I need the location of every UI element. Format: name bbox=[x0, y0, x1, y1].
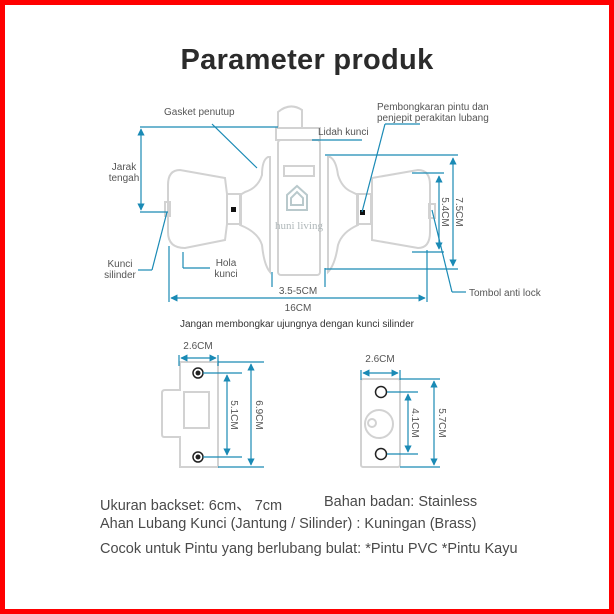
strike-plate-dimensions bbox=[178, 354, 264, 468]
left-knob bbox=[167, 168, 228, 250]
label-hola-2: kunci bbox=[214, 269, 237, 280]
label-jarak-2: tengah bbox=[109, 173, 140, 184]
dim-latch-width: 2.6CM bbox=[365, 354, 394, 365]
label-gasket: Gasket penutup bbox=[164, 107, 235, 118]
latch-plate-screws bbox=[374, 385, 388, 461]
right-knob-neck bbox=[356, 193, 372, 225]
dim-strike-holes: 5.1CM bbox=[228, 400, 239, 429]
huni-living-logo-icon bbox=[286, 184, 308, 211]
dim-strike-height: 6.9CM bbox=[253, 400, 264, 429]
label-pembongkaran-1: Pembongkaran pintu dan bbox=[377, 102, 489, 113]
dim-latch-height: 5.7CM bbox=[436, 408, 447, 437]
dim-door-thickness: 3.5-5CM bbox=[279, 286, 317, 297]
lock-center-body bbox=[277, 139, 321, 276]
anti-lock-button bbox=[428, 203, 436, 219]
dim-total-length: 16CM bbox=[285, 303, 312, 314]
latch-bolt-body bbox=[275, 127, 321, 141]
spec-suitable-for: Cocok untuk Pintu yang berlubang bulat: … bbox=[100, 541, 518, 557]
right-hole-icon bbox=[360, 210, 365, 215]
label-pembongkaran-2: penjepit perakitan lubang bbox=[377, 113, 489, 124]
spec-cylinder-material: Ahan Lubang Kunci (Jantung / Silinder) :… bbox=[100, 516, 477, 532]
right-knob bbox=[371, 168, 431, 250]
page-title: Parameter produk bbox=[180, 44, 434, 76]
spec-body-material: Bahan badan: Stainless bbox=[324, 494, 478, 510]
strike-plate-screws bbox=[192, 367, 204, 463]
label-jarak-1: Jarak bbox=[112, 162, 137, 173]
strike-plate-outline bbox=[161, 361, 219, 468]
watermark-text: huni living bbox=[275, 220, 323, 232]
latch-plate-outline bbox=[360, 378, 401, 468]
dim-latch-holes: 4.1CM bbox=[409, 408, 420, 437]
latch-tongue bbox=[277, 105, 303, 129]
dim-knob-height: 5.4CM bbox=[439, 197, 450, 226]
label-kunci-1: Kunci bbox=[107, 259, 132, 270]
label-lidah-kunci: Lidah kunci bbox=[318, 127, 369, 138]
dimension-lines bbox=[137, 123, 466, 302]
knob-lock-outline bbox=[164, 105, 436, 276]
dim-rose-height: 7.5CM bbox=[453, 197, 464, 226]
label-tombol: Tombol anti lock bbox=[469, 288, 542, 299]
dim-strike-width: 2.6CM bbox=[183, 341, 212, 352]
left-hole-icon bbox=[231, 207, 236, 212]
label-hola-1: Hola bbox=[216, 258, 237, 269]
right-rose bbox=[327, 156, 359, 275]
label-kunci-2: silinder bbox=[104, 270, 136, 281]
spec-backset: Ukuran backset: 6cm、 7cm bbox=[100, 498, 283, 514]
warning-text: Jangan membongkar ujungnya dengan kunci … bbox=[180, 319, 415, 330]
key-cylinder bbox=[164, 201, 171, 217]
left-rose bbox=[239, 156, 271, 275]
latch-plate-dimensions bbox=[360, 369, 440, 468]
